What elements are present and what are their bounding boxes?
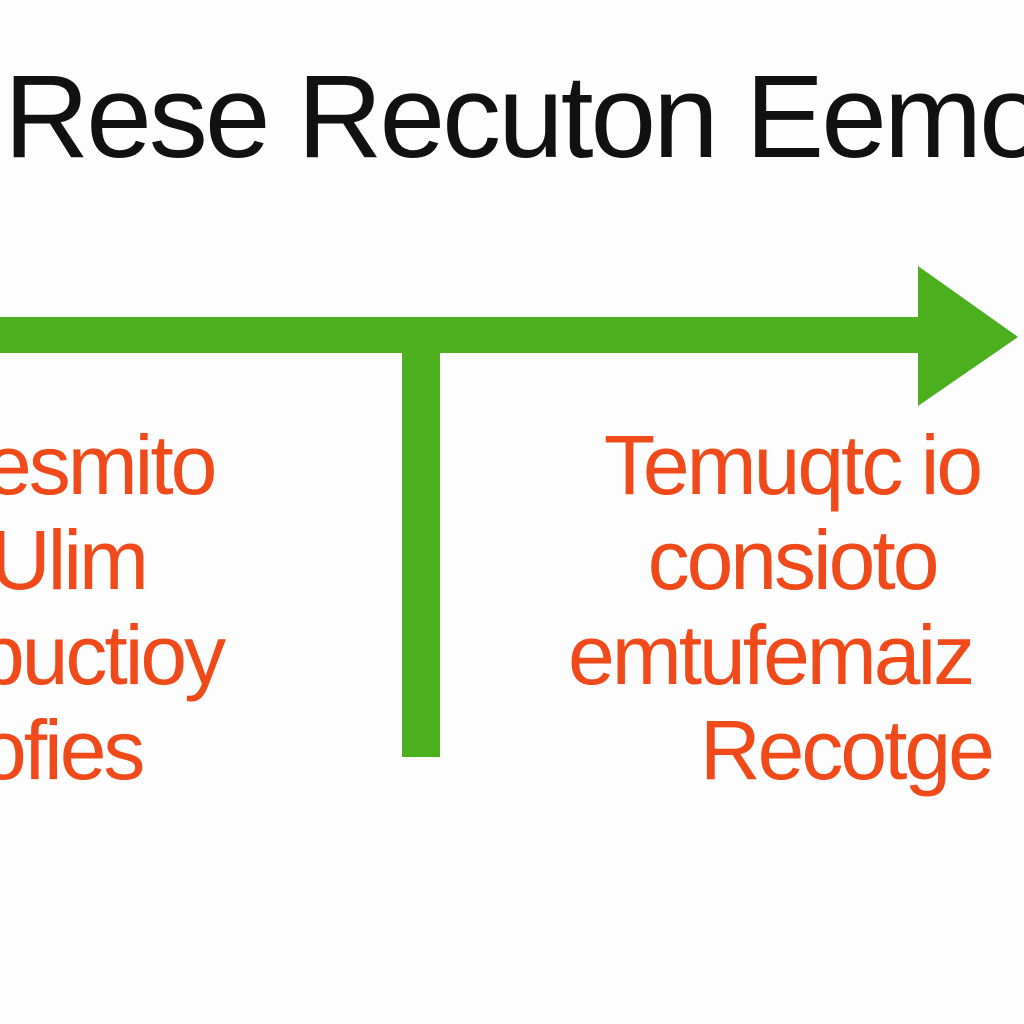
left-line-3: puctioy bbox=[0, 608, 226, 702]
right-line-4: Recotge bbox=[700, 703, 995, 797]
right-line-1: Temuqtc io bbox=[603, 418, 983, 512]
left-line-1: resmito bbox=[0, 418, 217, 512]
diagram-title: Rese Recuton Eemo bbox=[4, 51, 1024, 183]
left-text-block: resmito Ulim puctioy ofies bbox=[0, 418, 370, 798]
right-text-block: Temuqtc io consioto emtufemaiz Recotge bbox=[560, 418, 1024, 798]
right-line-3: emtufemaiz bbox=[568, 608, 975, 702]
timeline-arrow-shaft bbox=[0, 317, 922, 353]
left-line-2: Ulim bbox=[0, 513, 149, 607]
left-line-4: ofies bbox=[0, 703, 145, 797]
right-line-2: consioto bbox=[647, 513, 940, 607]
timeline-divider-stem bbox=[402, 317, 440, 757]
timeline-arrow-head bbox=[918, 266, 1018, 406]
